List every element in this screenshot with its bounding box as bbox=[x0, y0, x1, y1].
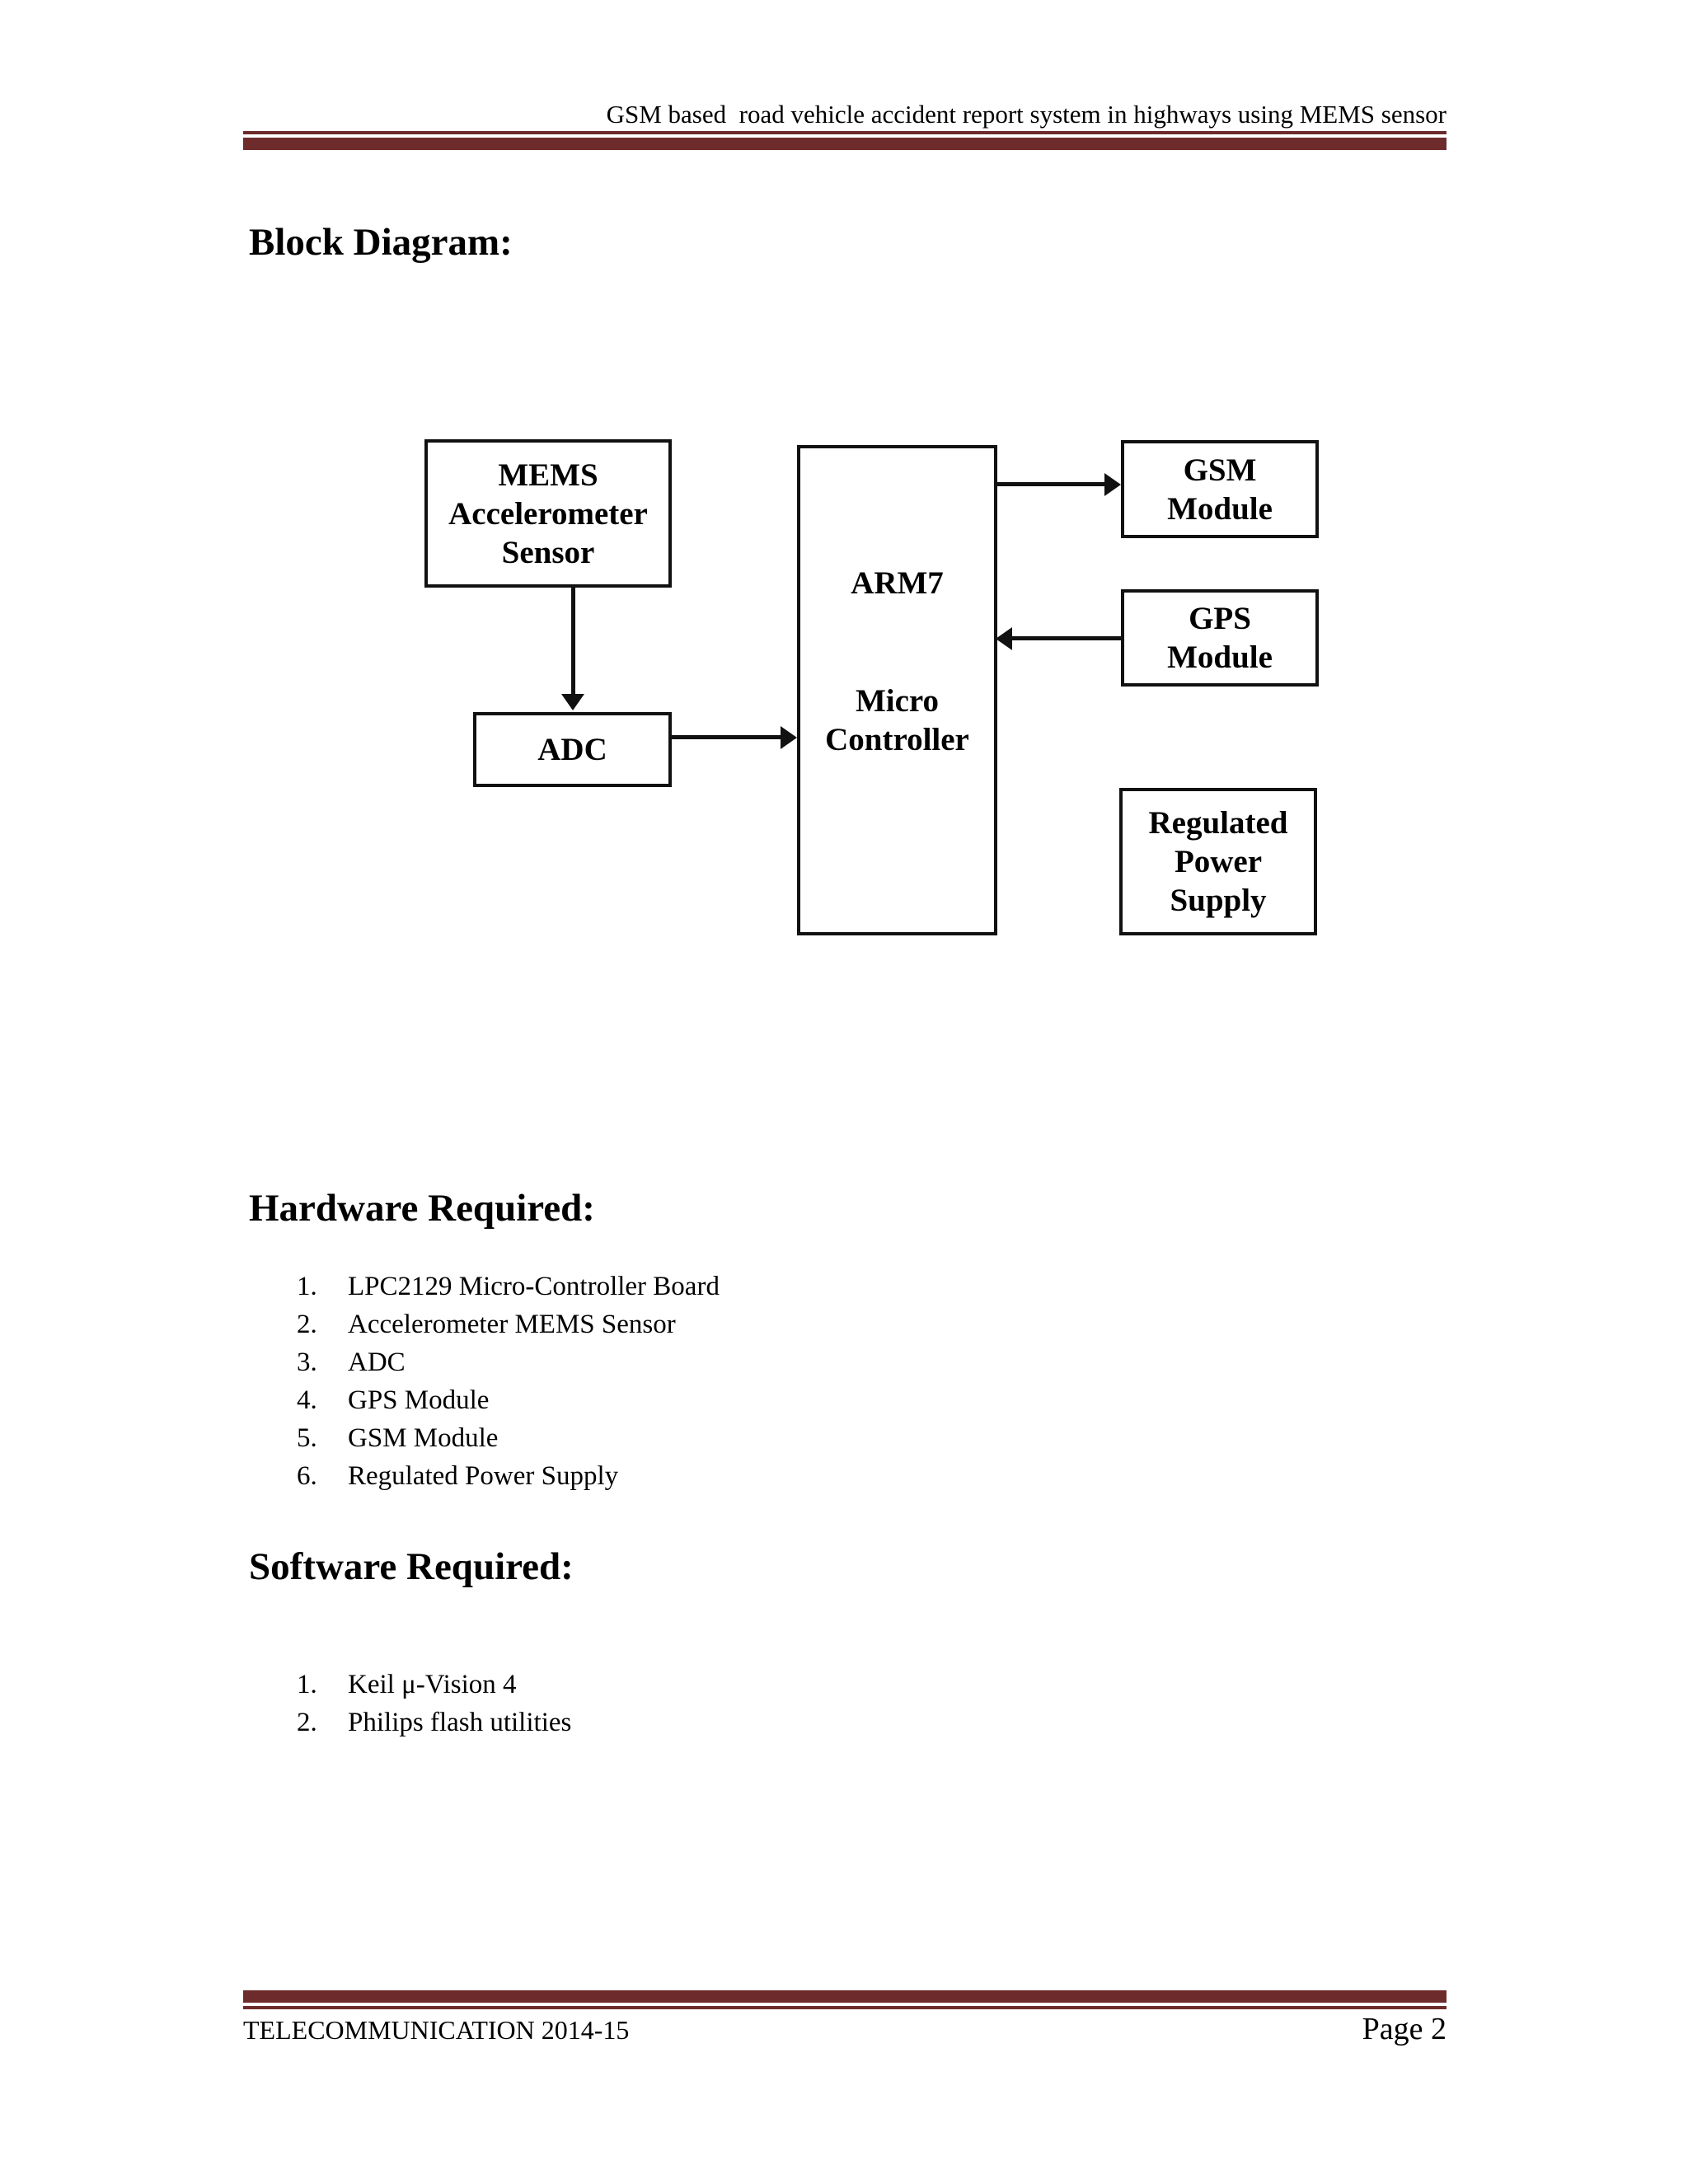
list-item: Accelerometer MEMS Sensor bbox=[348, 1310, 676, 1339]
arrow-mems-to-adc-line bbox=[571, 588, 575, 696]
arm7-label: ARM7 bbox=[851, 565, 944, 601]
header-rule-thick bbox=[243, 138, 1447, 150]
software-required-list: Keil μ-Vision 4 Philips flash utilities bbox=[297, 1666, 571, 1741]
block-diagram-heading: Block Diagram: bbox=[249, 221, 513, 264]
list-item: Philips flash utilities bbox=[348, 1708, 572, 1737]
diagram-node-gsm-module: GSM Module bbox=[1121, 440, 1319, 538]
software-required-heading: Software Required: bbox=[249, 1545, 574, 1588]
list-item: GPS Module bbox=[348, 1385, 490, 1415]
micro-controller-label: Micro Controller bbox=[825, 683, 969, 757]
arrow-gps-to-arm7-line bbox=[1012, 636, 1121, 640]
arrow-arm7-to-gsm-head bbox=[1104, 473, 1121, 496]
block-diagram: MEMS Accelerometer Sensor ADC ARM7 Micro… bbox=[0, 0, 1688, 989]
footer: TELECOMMUNICATION 2014-15 Page 2 bbox=[243, 2011, 1447, 2047]
diagram-node-regulated-power-supply: Regulated Power Supply bbox=[1119, 788, 1317, 935]
diagram-node-mems-accelerometer-sensor: MEMS Accelerometer Sensor bbox=[424, 439, 672, 588]
arrow-arm7-to-gsm-line bbox=[997, 482, 1104, 486]
footer-department-label: TELECOMMUNICATION 2014-15 bbox=[243, 2015, 630, 2045]
arrow-mems-to-adc-head bbox=[561, 694, 584, 710]
footer-rule-thick bbox=[243, 1990, 1447, 2003]
document-header-title: GSM based road vehicle accident report s… bbox=[606, 100, 1447, 129]
arrow-adc-to-arm7-line bbox=[672, 735, 781, 739]
list-item: Regulated Power Supply bbox=[348, 1461, 619, 1491]
list-item: GSM Module bbox=[348, 1423, 499, 1453]
list-item: ADC bbox=[348, 1347, 406, 1377]
footer-page-number: Page 2 bbox=[1362, 2012, 1447, 2046]
diagram-node-gps-module: GPS Module bbox=[1121, 589, 1319, 687]
diagram-node-adc: ADC bbox=[473, 712, 672, 787]
arrow-adc-to-arm7-head bbox=[781, 726, 797, 749]
diagram-node-arm7-micro-controller: ARM7 Micro Controller bbox=[797, 445, 997, 935]
hardware-required-heading: Hardware Required: bbox=[249, 1187, 595, 1230]
arrow-gps-to-arm7-head bbox=[996, 627, 1012, 650]
header-rule-thin bbox=[243, 131, 1447, 134]
footer-rule-thin bbox=[243, 2006, 1447, 2009]
list-item: LPC2129 Micro-Controller Board bbox=[348, 1272, 720, 1301]
list-item: Keil μ-Vision 4 bbox=[348, 1670, 517, 1699]
